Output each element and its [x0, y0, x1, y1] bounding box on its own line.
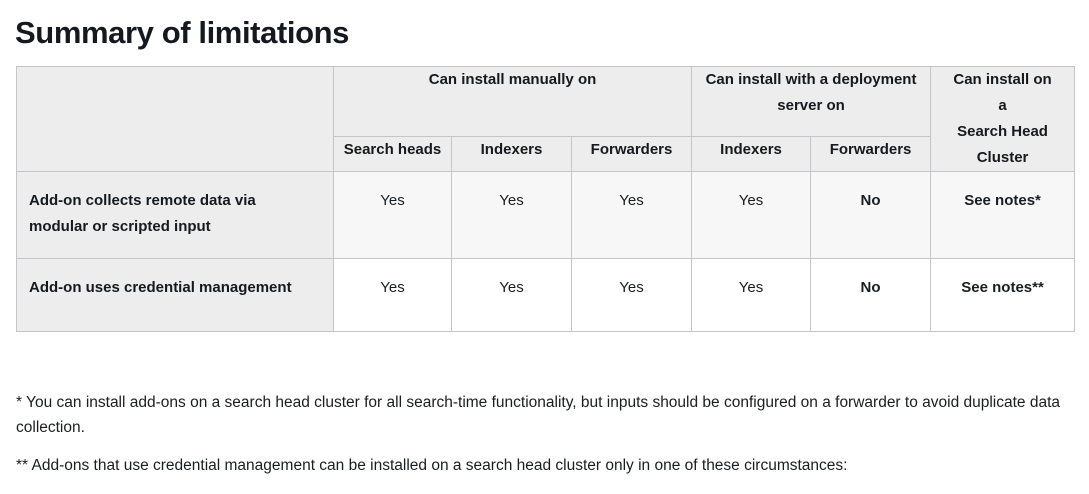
footnote-single-asterisk: * You can install add-ons on a search he…: [16, 394, 1061, 436]
cell-r1-forwarders-manual: Yes: [570, 258, 693, 332]
sub-header-search-heads: Search heads: [333, 135, 452, 173]
cell-r0-search-head-cluster: See notes*: [930, 171, 1076, 259]
cell-r1-forwarders-deployment: No: [810, 258, 932, 332]
cell-r0-forwarders-deployment: No: [810, 171, 932, 259]
page-title: Summary of limitations: [15, 15, 349, 50]
footnote-double-asterisk: ** Add-ons that use credential managemen…: [16, 457, 848, 474]
sub-header-forwarders-manual: Forwarders: [570, 135, 693, 173]
shc-header-line-1: Can install on: [953, 71, 1052, 88]
shc-header-line-3: Search Head: [957, 123, 1048, 140]
row-header-credential-management: Add-on uses credential management: [16, 258, 334, 332]
cell-r0-indexers-deployment: Yes: [691, 171, 812, 259]
limitations-table: Can install manually on Can install with…: [16, 66, 1076, 332]
sub-header-indexers-manual: Indexers: [451, 135, 572, 173]
table-row: Add-on uses credential management Yes Ye…: [16, 258, 1076, 332]
table-row: Add-on collects remote data via modular …: [16, 171, 1076, 259]
table-header: Can install manually on Can install with…: [16, 66, 1076, 173]
group-header-install-manually: Can install manually on: [332, 66, 693, 137]
shc-header-line-4: Cluster: [976, 149, 1029, 166]
cell-r1-indexers-deployment: Yes: [691, 258, 812, 332]
row-header-modular-scripted-input: Add-on collects remote data via modular …: [16, 171, 334, 259]
footnotes: * You can install add-ons on a search he…: [16, 390, 1072, 491]
group-header-search-head-cluster: Can install on a Search Head Cluster: [930, 66, 1076, 172]
cell-r1-search-head-cluster: See notes**: [930, 258, 1076, 332]
cell-r0-indexers-manual: Yes: [451, 171, 572, 259]
cell-r0-search-heads: Yes: [333, 171, 452, 259]
limitations-table-wrapper: Can install manually on Can install with…: [16, 66, 1076, 332]
table-body: Add-on collects remote data via modular …: [16, 171, 1076, 332]
cell-r0-forwarders-manual: Yes: [570, 171, 693, 259]
shc-header-line-2: a: [998, 97, 1007, 114]
cell-r1-search-heads: Yes: [333, 258, 452, 332]
table-header-row-sub: Search heads Indexers Forwarders Indexer…: [17, 135, 1075, 173]
table-header-row-group: Can install manually on Can install with…: [16, 66, 1076, 172]
group-header-deployment-server: Can install with a deployment server on: [691, 66, 932, 137]
sub-header-forwarders-deployment: Forwarders: [810, 135, 932, 173]
cell-r1-indexers-manual: Yes: [451, 258, 572, 332]
sub-header-indexers-deployment: Indexers: [691, 135, 812, 173]
table-corner-cell: [16, 66, 334, 172]
